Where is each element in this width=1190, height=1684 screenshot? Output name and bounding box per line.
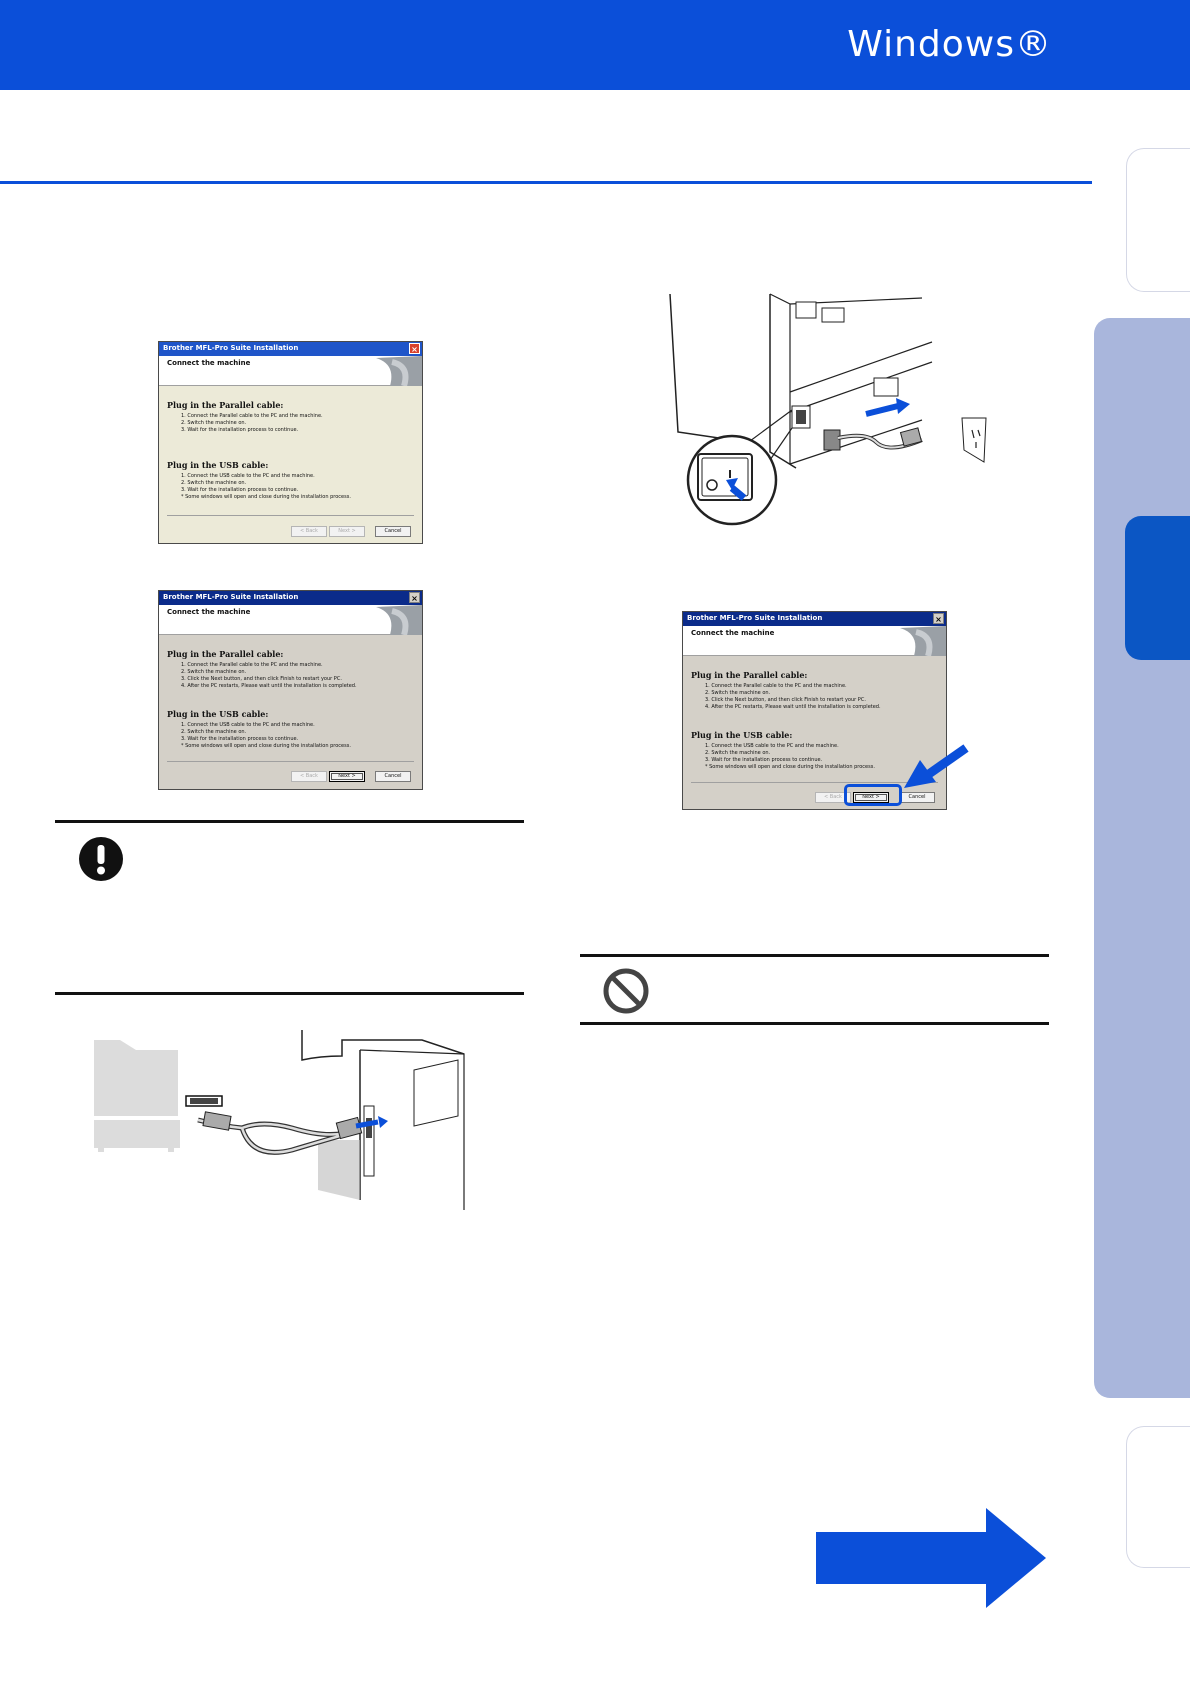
dialog-separator	[691, 782, 938, 783]
usb-step: 2. Switch the machine on.	[705, 750, 771, 756]
usb-step: * Some windows will open and close durin…	[705, 764, 875, 770]
dialog-classic: Brother MFL-Pro Suite Installation × Con…	[158, 590, 423, 790]
dialog-title: Brother MFL-Pro Suite Installation	[163, 593, 299, 601]
dialog-xp: Brother MFL-Pro Suite Installation × Con…	[158, 341, 423, 544]
header-graphic-icon	[900, 626, 946, 656]
parallel-step: 3. Click the Next button, and then click…	[181, 676, 342, 682]
side-tab-panel	[1094, 318, 1190, 1398]
next-button[interactable]: Next >	[329, 526, 365, 537]
prohibition-top-rule	[580, 954, 1049, 957]
dialog-header: Connect the machine	[159, 356, 422, 386]
parallel-step: 2. Switch the machine on.	[181, 420, 247, 426]
dialog-classic-next-highlight: Brother MFL-Pro Suite Installation × Con…	[682, 611, 947, 810]
prohibition-bottom-rule	[580, 1022, 1049, 1025]
parallel-step: 3. Wait for the installation process to …	[181, 427, 299, 433]
back-button[interactable]: < Back	[291, 771, 327, 782]
usb-step: 2. Switch the machine on.	[181, 729, 247, 735]
usb-step: 3. Wait for the installation process to …	[181, 736, 299, 742]
next-button[interactable]: Next >	[853, 792, 889, 803]
parallel-heading: Plug in the Parallel cable:	[167, 400, 284, 410]
dialog-separator	[167, 761, 414, 762]
cancel-button[interactable]: Cancel	[375, 526, 411, 537]
usb-step: 1. Connect the USB cable to the PC and t…	[181, 473, 315, 479]
parallel-step: 2. Switch the machine on.	[181, 669, 247, 675]
usb-step: 3. Wait for the installation process to …	[181, 487, 299, 493]
parallel-cable-illustration	[94, 1030, 465, 1210]
usb-step: 1. Connect the USB cable to the PC and t…	[705, 743, 839, 749]
parallel-heading: Plug in the Parallel cable:	[167, 649, 284, 659]
parallel-step: 4. After the PC restarts, Please wait un…	[181, 683, 357, 689]
dialog-header: Connect the machine	[159, 605, 422, 635]
dialog-title-bar: Brother MFL-Pro Suite Installation ×	[159, 342, 422, 356]
pointer-arrow-icon	[904, 744, 969, 788]
usb-heading: Plug in the USB cable:	[167, 460, 269, 470]
dialog-heading: Connect the machine	[167, 359, 251, 367]
parallel-step: 1. Connect the Parallel cable to the PC …	[705, 683, 847, 689]
dialog-separator	[167, 515, 414, 516]
dialog-title-bar: Brother MFL-Pro Suite Installation ×	[683, 612, 946, 626]
header-graphic-icon	[376, 356, 422, 386]
usb-step: 3. Wait for the installation process to …	[705, 757, 823, 763]
usb-step: * Some windows will open and close durin…	[181, 494, 351, 500]
prohibited-icon	[602, 967, 650, 1020]
parallel-step: 1. Connect the Parallel cable to the PC …	[181, 662, 323, 668]
usb-step: 2. Switch the machine on.	[181, 480, 247, 486]
next-button[interactable]: Next >	[329, 771, 365, 782]
dialog-heading: Connect the machine	[167, 608, 251, 616]
back-button[interactable]: < Back	[815, 792, 851, 803]
usb-step: * Some windows will open and close durin…	[181, 743, 351, 749]
header-graphic-icon	[376, 605, 422, 635]
power-switch-illustration	[669, 293, 987, 526]
dialog-header: Connect the machine	[683, 626, 946, 656]
next-highlight-ring	[844, 784, 902, 806]
next-page-arrow-icon[interactable]	[816, 1508, 1046, 1608]
side-tab-bottom[interactable]	[1126, 1426, 1190, 1568]
parallel-step: 1. Connect the Parallel cable to the PC …	[181, 413, 323, 419]
back-button[interactable]: < Back	[291, 526, 327, 537]
side-tab-active[interactable]	[1125, 516, 1190, 660]
parallel-step: 2. Switch the machine on.	[705, 690, 771, 696]
page-title: Windows®	[847, 24, 1052, 65]
dialog-title: Brother MFL-Pro Suite Installation	[163, 344, 299, 352]
parallel-heading: Plug in the Parallel cable:	[691, 670, 808, 680]
header-band: Windows®	[0, 0, 1190, 90]
side-tab-top[interactable]	[1126, 148, 1190, 292]
header-rule	[0, 181, 1092, 184]
caution-top-rule	[55, 820, 524, 823]
usb-heading: Plug in the USB cable:	[167, 709, 269, 719]
dialog-title-bar: Brother MFL-Pro Suite Installation ×	[159, 591, 422, 605]
close-icon[interactable]: ×	[409, 343, 420, 354]
close-icon[interactable]: ×	[409, 592, 420, 603]
parallel-step: 4. After the PC restarts, Please wait un…	[705, 704, 881, 710]
caution-bottom-rule	[55, 992, 524, 995]
cancel-button[interactable]: Cancel	[899, 792, 935, 803]
dialog-title: Brother MFL-Pro Suite Installation	[687, 614, 823, 622]
close-icon[interactable]: ×	[933, 613, 944, 624]
cancel-button[interactable]: Cancel	[375, 771, 411, 782]
usb-step: 1. Connect the USB cable to the PC and t…	[181, 722, 315, 728]
usb-heading: Plug in the USB cable:	[691, 730, 793, 740]
parallel-step: 3. Click the Next button, and then click…	[705, 697, 866, 703]
dialog-heading: Connect the machine	[691, 629, 775, 637]
exclamation-icon	[78, 836, 124, 887]
